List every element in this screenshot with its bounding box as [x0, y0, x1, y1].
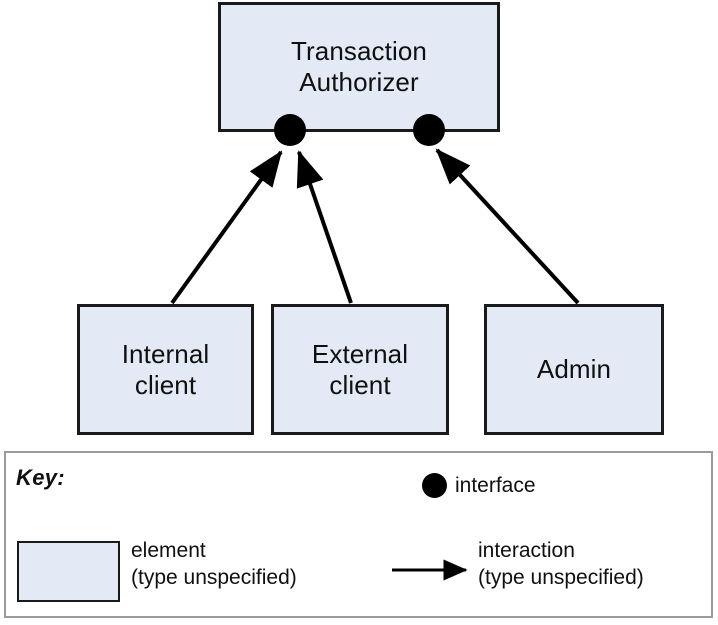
- node-label: External client: [311, 338, 409, 400]
- element-swatch-icon: [17, 541, 120, 602]
- node-label: Internal client: [121, 338, 210, 400]
- edge-admin-to-interface: [435, 148, 580, 305]
- key-label-element: element (type unspecified): [131, 539, 297, 589]
- node-admin[interactable]: Admin: [484, 304, 664, 435]
- edge-external-client-to-interface: [296, 150, 353, 304]
- key-label-interaction: interaction (type unspecified): [478, 539, 644, 589]
- node-transaction-authorizer[interactable]: Transaction Authorizer: [218, 2, 500, 132]
- node-label: Admin: [536, 354, 612, 385]
- key-label-interface: interface: [455, 474, 536, 497]
- node-label: Transaction Authorizer: [291, 36, 427, 97]
- edge-internal-client-to-interface: [170, 150, 283, 305]
- key-title: Key:: [16, 465, 65, 490]
- interface-dot-icon-left[interactable]: [274, 114, 306, 146]
- node-internal-client[interactable]: Internal client: [77, 304, 254, 435]
- interface-dot-icon-right[interactable]: [413, 114, 445, 146]
- node-external-client[interactable]: External client: [271, 304, 449, 435]
- key-panel: [4, 451, 713, 618]
- interface-dot-icon: [422, 473, 447, 498]
- interaction-arrow-icon: [392, 559, 468, 581]
